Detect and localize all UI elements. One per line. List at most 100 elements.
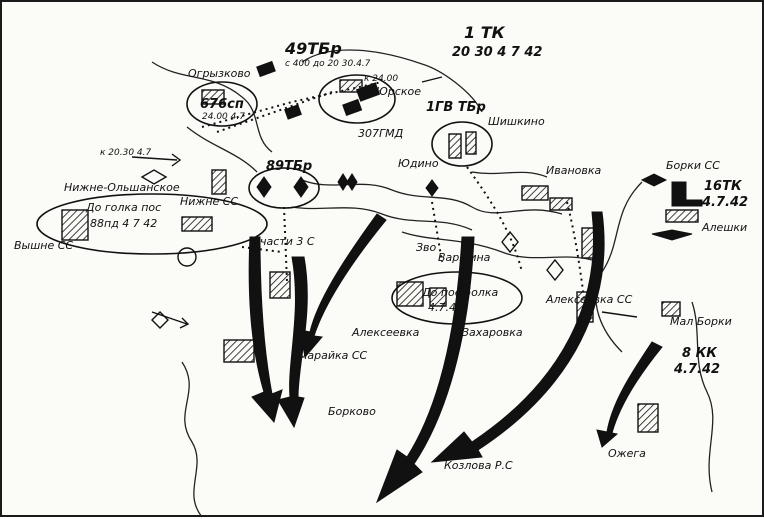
thin-arrow (131, 156, 178, 161)
unit-block (211, 169, 227, 195)
label-ivanovka: Ивановка (546, 164, 602, 177)
river-line (291, 206, 473, 231)
label-zmaraika: Змарайка СС (292, 349, 368, 362)
dotted-route (431, 201, 443, 263)
solid-mark (671, 181, 703, 207)
attack-arrow (248, 236, 283, 424)
label-alekseevka-ss: Алексеевка СС (546, 293, 633, 306)
river-line (181, 361, 203, 518)
attack-arrow (375, 236, 475, 504)
thin-arrow (421, 76, 443, 83)
hollow-diamond (501, 230, 519, 254)
diamond-mark (640, 173, 668, 187)
unit-block (223, 339, 255, 363)
hollow-diamond (140, 169, 168, 185)
thin-arrow-head (171, 153, 182, 167)
thin-arrow-head (179, 317, 190, 329)
diamond-mark (425, 179, 439, 197)
label-do-pos-bolka: До пос болка (422, 286, 499, 299)
unit-block (201, 89, 225, 105)
dotted-route (283, 206, 288, 283)
unit-block (61, 209, 89, 241)
label-ogryzkovo: Огрызково (188, 67, 251, 80)
unit-block (429, 287, 447, 307)
label-do-pos-bolka-date: 4.7.42 (428, 301, 463, 314)
river-line (691, 301, 714, 493)
label-dogolka-date: 88пд 4 7 42 (90, 217, 158, 230)
hollow-marks (140, 169, 564, 329)
hollow-circle (177, 247, 197, 267)
river-line (301, 49, 483, 113)
label-alekseevka: Алексеевка (352, 326, 420, 339)
unit-block (665, 209, 699, 223)
solid-marks (256, 60, 703, 241)
unit-block (465, 131, 477, 155)
unit-block (396, 281, 424, 307)
solid-mark (342, 98, 363, 117)
label-49tbr-time: с 400 до 20 30.4.7 (285, 59, 371, 69)
label-yurskoe: Юрское (376, 85, 422, 98)
dotted-route (201, 81, 383, 128)
diamond-mark (293, 176, 309, 198)
diamond-mark (256, 176, 272, 198)
river-line (401, 231, 593, 261)
river-line (471, 171, 548, 178)
label-676sp-time: 24.00 4.7 (202, 112, 245, 122)
diamond-mark (651, 229, 693, 241)
label-mal-borki: Мал Борки (670, 315, 732, 328)
unit-blocks (61, 79, 699, 433)
thin-arrow (601, 311, 638, 318)
label-kozlova: Козлова Р.С (444, 459, 513, 472)
river-line (186, 126, 258, 173)
unit-block (269, 271, 291, 299)
label-aleshki: Алешки (702, 221, 748, 234)
label-49tbr: 49ТБр (285, 39, 342, 58)
label-yudino: Юдино (398, 157, 439, 170)
label-16tk: 16ТК (704, 179, 742, 194)
unit-block (339, 79, 363, 93)
ellipse-yurskoe (318, 74, 396, 124)
hollow-diamond (151, 311, 169, 329)
label-nizhne-olshanskoe: Нижне-Ольшанское (64, 181, 180, 194)
label-time-k20304: к 20.30 4.7 (100, 148, 152, 158)
unit-block (448, 133, 462, 159)
label-1tk: 1 ТК (464, 23, 505, 42)
label-zvo: Зво (416, 241, 437, 254)
label-borkovo: Борково (328, 405, 376, 418)
label-nizhne-ss: Нижне СС (180, 195, 239, 208)
label-8kk: 8 КК (682, 346, 717, 361)
ellipse-676sp (186, 81, 258, 127)
attack-arrow (277, 256, 308, 429)
label-zakharovka: Захаровка (462, 326, 523, 339)
label-ozhega: Ожега (608, 447, 646, 460)
label-time-k2400: к 24.00 (364, 74, 399, 84)
solid-mark (284, 104, 302, 120)
attack-arrows (248, 211, 663, 504)
label-varshina: Варшина (438, 251, 491, 264)
label-8kk-date: 4.7.42 (674, 362, 721, 377)
solid-mark (355, 82, 381, 102)
label-16tk-date: 4.7.42 (702, 195, 749, 210)
unit-block (521, 185, 549, 201)
label-dogolka-pos: До голка пос (86, 201, 162, 214)
solid-mark (256, 60, 276, 78)
label-1gvtbr: 1ГВ ТБр (426, 100, 486, 115)
label-vyshne-ss: Вышне СС (14, 239, 74, 252)
label-1tk-date: 20 30 4 7 42 (452, 45, 543, 60)
ellipse-dogolka (36, 193, 268, 255)
dotted-route (241, 246, 283, 253)
unit-block (181, 216, 213, 232)
label-676sp: 676сп (200, 97, 244, 112)
unit-block (661, 301, 681, 317)
attack-arrow (596, 341, 663, 448)
label-borki-ss: Борки СС (666, 159, 720, 172)
label-chasti: части 3 С (260, 235, 315, 248)
attack-arrow (299, 213, 387, 359)
hollow-diamond (546, 258, 564, 282)
unit-block (549, 197, 573, 211)
diamond-mark (346, 173, 358, 191)
label-89tbr: 89ТБр (266, 159, 313, 174)
unit-block (576, 291, 594, 323)
